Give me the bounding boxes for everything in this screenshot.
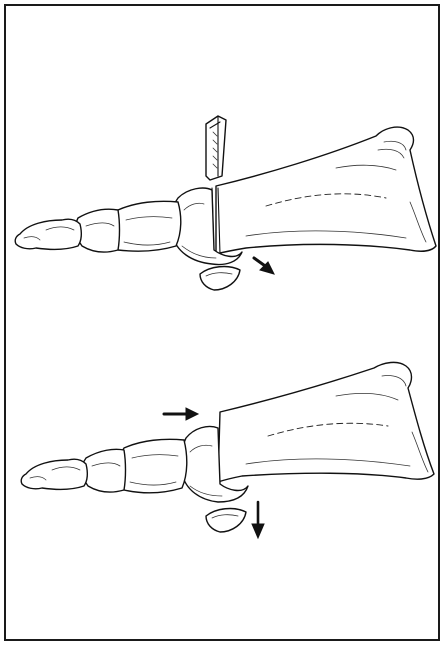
top-panel <box>6 106 438 306</box>
bottom-illustration <box>6 356 438 546</box>
top-illustration <box>6 106 438 306</box>
shift-arrow <box>164 408 198 420</box>
excised-bone-wedge <box>200 267 240 290</box>
removal-arrow <box>254 258 274 274</box>
metatarsal-bone <box>218 362 434 482</box>
downward-arrow <box>252 502 264 538</box>
middle-phalanx <box>82 449 125 492</box>
excised-bone-wedge <box>206 509 246 532</box>
proximal-phalanx <box>112 201 181 251</box>
figure-frame <box>4 4 440 641</box>
distal-phalanx <box>21 459 87 489</box>
distal-phalanx <box>15 219 81 249</box>
proximal-phalanx <box>118 439 187 493</box>
middle-phalanx <box>76 209 120 252</box>
saw-blade <box>206 116 226 180</box>
bottom-panel <box>6 356 438 546</box>
metatarsal-bone <box>216 127 436 254</box>
